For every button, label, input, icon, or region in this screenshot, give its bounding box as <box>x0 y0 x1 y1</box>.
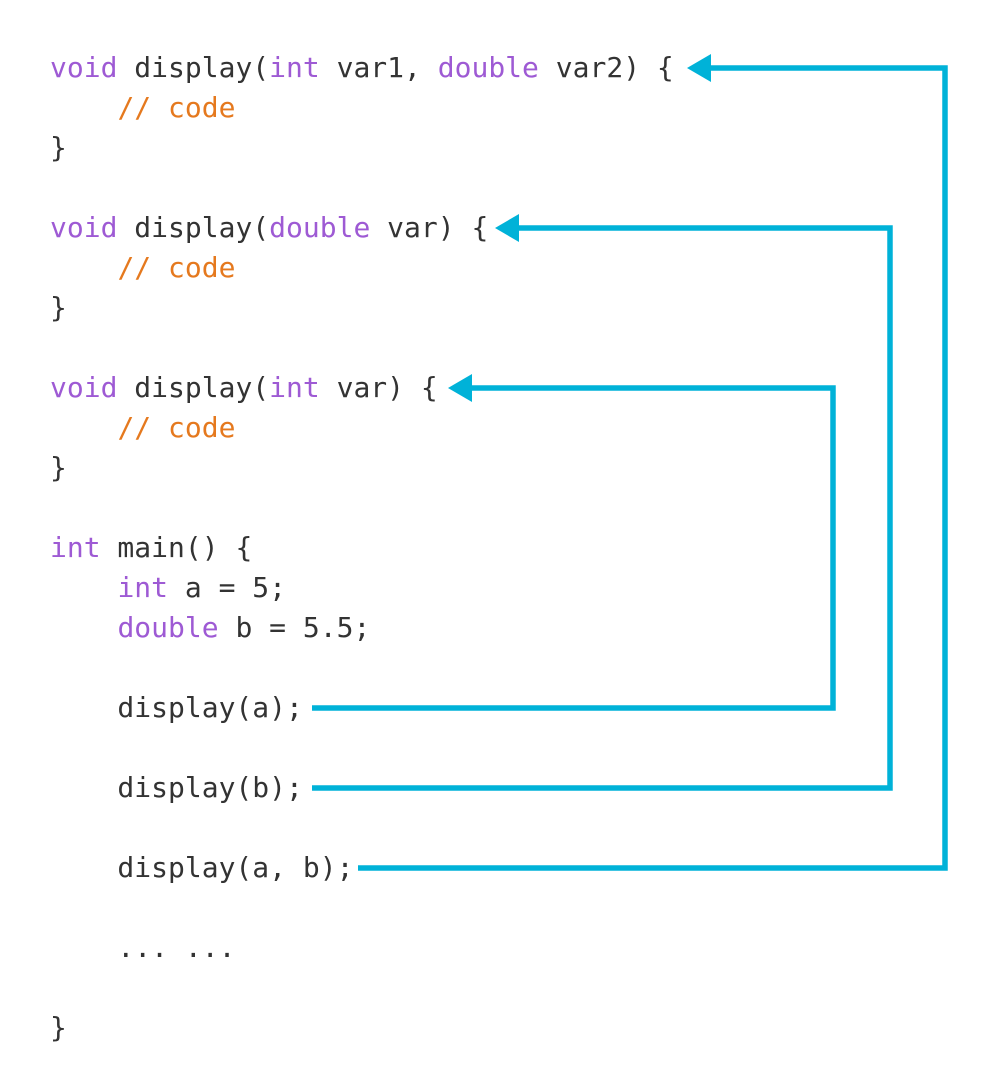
code-token-comment: // code <box>117 411 236 444</box>
code-line-21: display(a, b); <box>50 848 674 888</box>
code-token-keyword: double <box>117 611 219 644</box>
code-token-plain <box>50 571 117 604</box>
code-line-11: } <box>50 448 674 488</box>
code-token-plain <box>50 251 117 284</box>
code-line-22 <box>50 888 674 928</box>
code-line-24 <box>50 968 674 1008</box>
code-token-plain: var2) { <box>538 51 674 84</box>
code-token-plain: display( <box>117 371 270 404</box>
code-line-9: void display(int var) { <box>50 368 674 408</box>
code-line-17: display(a); <box>50 688 674 728</box>
code-token-plain: } <box>50 291 67 324</box>
code-line-7: } <box>50 288 674 328</box>
code-token-keyword: int <box>269 51 320 84</box>
code-token-comment: // code <box>117 91 236 124</box>
code-token-plain: var) { <box>370 211 489 244</box>
code-token-plain: var) { <box>319 371 438 404</box>
code-token-plain: display(b); <box>50 771 303 804</box>
code-line-8 <box>50 328 674 368</box>
code-token-keyword: int <box>269 371 320 404</box>
code-line-15: double b = 5.5; <box>50 608 674 648</box>
code-token-keyword: double <box>437 51 539 84</box>
code-line-3: } <box>50 128 674 168</box>
code-token-keyword: void <box>50 51 118 84</box>
code-line-2: // code <box>50 88 674 128</box>
code-line-20 <box>50 808 674 848</box>
code-token-plain <box>50 411 117 444</box>
code-token-keyword: void <box>50 371 118 404</box>
code-token-plain: var1, <box>319 51 438 84</box>
code-line-19: display(b); <box>50 768 674 808</box>
code-token-plain: display(a); <box>50 691 303 724</box>
code-token-plain: display( <box>117 51 270 84</box>
code-line-23: ... ... <box>50 928 674 968</box>
arrowhead-icon <box>687 54 711 82</box>
code-token-plain: display(a, b); <box>50 851 354 884</box>
code-line-16 <box>50 648 674 688</box>
code-token-plain: display( <box>117 211 270 244</box>
code-token-plain: } <box>50 1011 67 1044</box>
code-token-plain: ... ... <box>50 931 236 964</box>
code-token-plain: a = 5; <box>168 571 287 604</box>
code-line-5: void display(double var) { <box>50 208 674 248</box>
code-token-plain <box>50 611 117 644</box>
code-token-comment: // code <box>117 251 236 284</box>
code-line-13: int main() { <box>50 528 674 568</box>
code-token-keyword: int <box>117 571 169 604</box>
code-token-plain: b = 5.5; <box>218 611 371 644</box>
code-block: void display(int var1, double var2) { //… <box>50 48 674 1048</box>
code-token-plain: main() { <box>100 531 253 564</box>
code-token-keyword: int <box>50 531 101 564</box>
code-token-plain <box>50 91 117 124</box>
code-line-18 <box>50 728 674 768</box>
code-line-1: void display(int var1, double var2) { <box>50 48 674 88</box>
code-line-25: } <box>50 1008 674 1048</box>
code-line-12 <box>50 488 674 528</box>
code-line-14: int a = 5; <box>50 568 674 608</box>
code-token-plain: } <box>50 451 67 484</box>
code-line-6: // code <box>50 248 674 288</box>
code-token-keyword: void <box>50 211 118 244</box>
code-line-10: // code <box>50 408 674 448</box>
code-token-keyword: double <box>269 211 371 244</box>
code-line-4 <box>50 168 674 208</box>
code-token-plain: } <box>50 131 67 164</box>
